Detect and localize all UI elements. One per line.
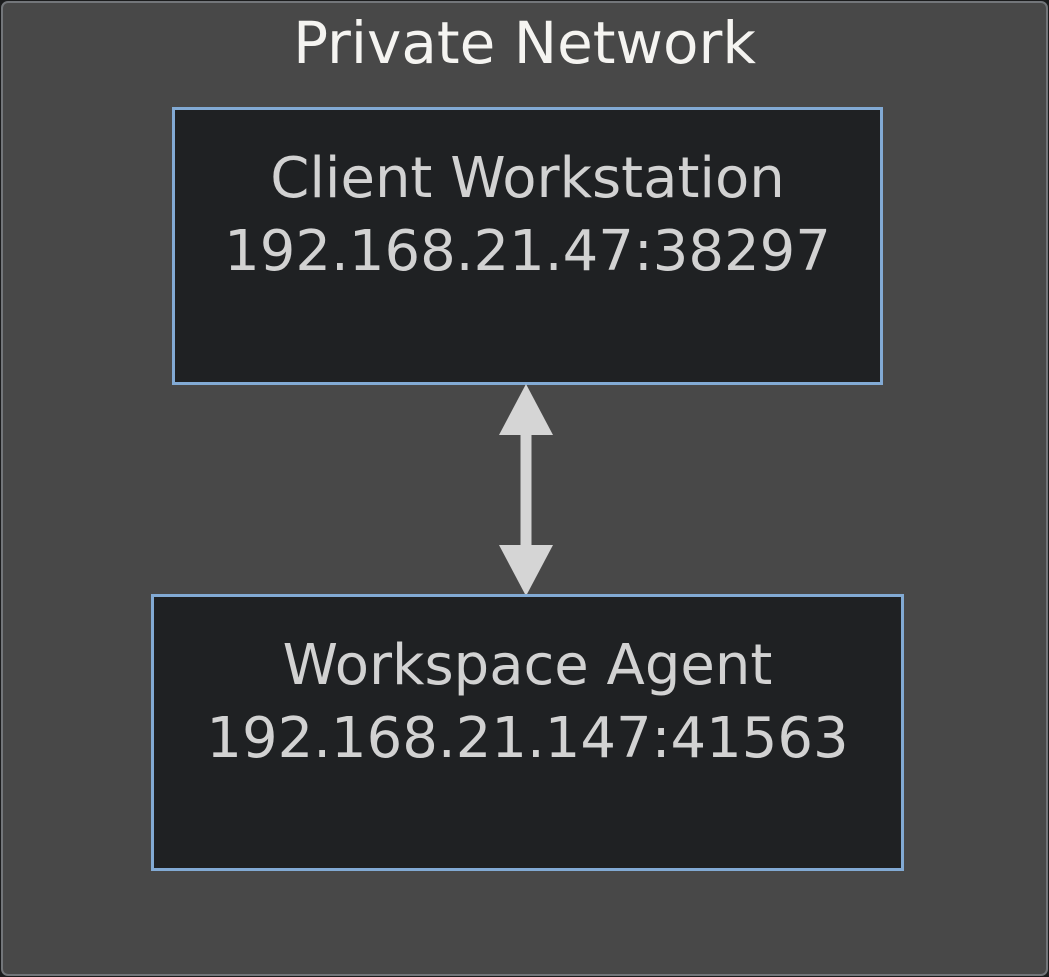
bidirectional-arrow-icon [499,384,553,596]
node-client-workstation: Client Workstation 192.168.21.47:38297 [172,107,883,385]
node-workspace-agent-label: Workspace Agent [282,633,773,698]
node-client-workstation-label: Client Workstation [270,146,785,211]
node-workspace-agent: Workspace Agent 192.168.21.147:41563 [151,594,904,871]
diagram-title: Private Network [293,9,756,77]
node-client-workstation-address: 192.168.21.47:38297 [224,219,831,284]
node-workspace-agent-address: 192.168.21.147:41563 [206,706,849,771]
